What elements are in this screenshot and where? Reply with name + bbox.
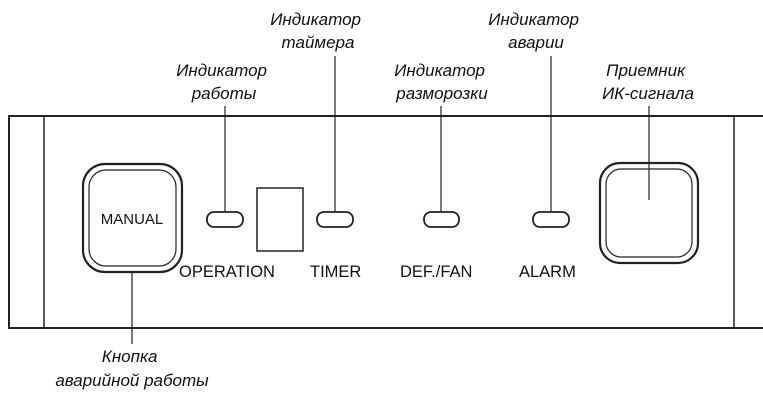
ir-receiver-callout: Приемник ИК-сигнала bbox=[602, 61, 694, 103]
operation-indicator-led bbox=[206, 211, 244, 228]
timer-indicator-led bbox=[316, 211, 354, 228]
manual-button-callout: Кнопка аварийной работы bbox=[55, 347, 209, 390]
timer-callout: Индикатор таймера bbox=[270, 10, 365, 52]
control-panel bbox=[8, 115, 763, 329]
operation-label: OPERATION bbox=[179, 263, 275, 281]
manual-button[interactable]: MANUAL bbox=[81, 162, 184, 274]
manual-button-label: MANUAL bbox=[101, 211, 164, 228]
alarm-label: ALARM bbox=[519, 263, 576, 281]
defrost-indicator-led bbox=[423, 211, 460, 228]
operation-callout: Индикатор работы bbox=[176, 61, 271, 103]
defrost-callout: Индикатор разморозки bbox=[394, 61, 489, 103]
alarm-callout: Индикатор аварии bbox=[488, 10, 583, 52]
display-window bbox=[256, 187, 304, 252]
alarm-indicator-led bbox=[532, 211, 570, 228]
timer-label: TIMER bbox=[310, 263, 361, 281]
def-fan-label: DEF./FAN bbox=[400, 263, 472, 281]
